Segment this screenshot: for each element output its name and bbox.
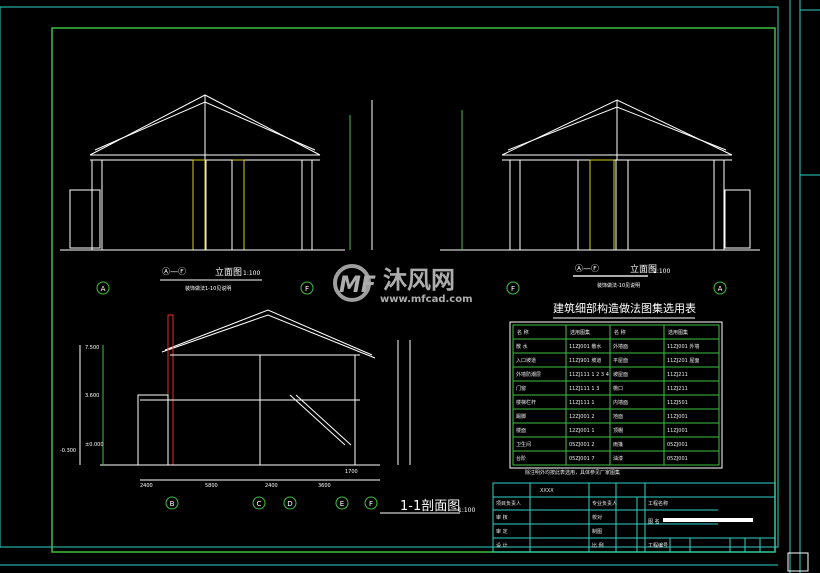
svg-text:校对: 校对: [592, 514, 602, 521]
table-cell: 05ZJ001: [667, 456, 688, 462]
elevation-right: [440, 99, 760, 251]
table-cell: 12ZJ001 2: [569, 414, 595, 420]
svg-text:工程名称: 工程名称: [648, 500, 668, 507]
table-cell: 油漆: [613, 455, 623, 462]
table-cell: 11ZJ111 1 3: [569, 386, 599, 392]
svg-text:www.mfcad.com: www.mfcad.com: [380, 294, 473, 305]
svg-text:-0.300: -0.300: [60, 448, 76, 454]
table-cell: 11ZJ111 1: [569, 400, 595, 406]
table-cell: 入口坡道: [516, 357, 536, 364]
watermark-logo: MF 沐风网 www.mfcad.com: [333, 264, 473, 305]
svg-text:1:100: 1:100: [653, 268, 670, 275]
table-header: 名 称: [517, 329, 529, 336]
svg-text:3.600: 3.600: [85, 393, 99, 399]
table-cell: 门窗: [516, 385, 526, 392]
table-header: 选用图集: [668, 329, 688, 336]
svg-text:沐风网: 沐风网: [383, 266, 455, 294]
svg-text:1:100: 1:100: [243, 270, 260, 277]
table-cell: 雨篷: [613, 441, 623, 448]
svg-text:F: F: [511, 285, 515, 293]
svg-text:1-1剖面图: 1-1剖面图: [400, 499, 460, 514]
axis-a-left: [96, 281, 110, 295]
resize-handle[interactable]: [787, 552, 809, 572]
table-cell: 外墙防潮层: [516, 371, 541, 378]
table-cell: 11ZJ211: [667, 372, 688, 378]
svg-text:D: D: [287, 500, 292, 508]
outer-frame: [0, 6, 779, 548]
svg-text:3600: 3600: [318, 483, 331, 489]
table-cell: 楼面: [516, 427, 526, 434]
title-block: [492, 482, 776, 553]
table-cell: 11ZJ001 散水: [569, 343, 601, 350]
svg-text:A: A: [101, 285, 106, 293]
table-cell: 11ZJ001: [667, 428, 688, 434]
svg-text:装饰做法1-10见说明: 装饰做法1-10见说明: [185, 285, 231, 292]
table-cell: 楼梯栏杆: [516, 399, 536, 406]
table-cell: 平屋面: [613, 358, 628, 364]
table-cell: 12ZJ001 1: [569, 428, 595, 434]
table-footer: 除注明外均按此表选用，具体参见厂家图集: [525, 469, 620, 476]
svg-text:C: C: [257, 500, 262, 508]
svg-text:制图: 制图: [592, 528, 602, 535]
svg-text:Ⓐ—Ⓕ: Ⓐ—Ⓕ: [162, 267, 186, 276]
inner-frame: [51, 27, 776, 553]
svg-text:1700: 1700: [345, 469, 358, 475]
table-title: 建筑细部构造做法图集选用表: [553, 301, 696, 315]
svg-text:比 例: 比 例: [592, 542, 604, 549]
svg-text:XXXX: XXXX: [540, 488, 554, 494]
elevation-left: [60, 94, 373, 251]
svg-text:5800: 5800: [205, 483, 218, 489]
svg-text:Ⓐ—Ⓕ: Ⓐ—Ⓕ: [575, 264, 599, 273]
svg-text:2400: 2400: [140, 483, 153, 489]
svg-text:图 名: 图 名: [648, 518, 660, 525]
table-cell: 外墙面: [613, 343, 628, 350]
table-cell: 坡屋面: [613, 371, 628, 378]
table-cell: 11ZJ211: [667, 386, 688, 392]
table-cell: 11ZJ111 1 2 3 4: [569, 372, 609, 378]
table-cell: 11ZJ001 外墙: [667, 343, 699, 350]
svg-text:±0.000: ±0.000: [85, 442, 104, 448]
table-cell: 顶棚: [613, 427, 623, 434]
table-cell: 11ZJ201 屋面: [667, 358, 699, 364]
svg-text:装饰做法-10见说明: 装饰做法-10见说明: [597, 282, 640, 289]
table-cell: 11ZJ901 坡道: [569, 357, 601, 364]
table-cell: 卫生间: [516, 441, 531, 448]
svg-text:7.500: 7.500: [85, 345, 99, 351]
svg-text:2400: 2400: [265, 483, 278, 489]
table-cell: 台阶: [516, 455, 526, 462]
table-header: 选用图集: [570, 329, 590, 336]
svg-text:F: F: [305, 285, 309, 293]
svg-text:F: F: [369, 500, 373, 508]
svg-text:E: E: [340, 500, 344, 508]
table-cell: 05ZJ001: [667, 442, 688, 448]
svg-text:MF: MF: [339, 273, 376, 298]
svg-text:立面图: 立面图: [630, 263, 657, 275]
svg-text:工程编号: 工程编号: [648, 542, 668, 549]
svg-text:立面图: 立面图: [215, 266, 242, 278]
table-cell: 11ZJ501: [667, 400, 688, 406]
svg-text:A: A: [718, 285, 723, 293]
table-header: 名 称: [614, 329, 626, 336]
svg-text:专业负责人: 专业负责人: [592, 500, 617, 507]
svg-text:B: B: [170, 500, 175, 508]
svg-text:审 定: 审 定: [496, 528, 508, 535]
section-1-1: [79, 309, 411, 481]
svg-text:项目负责人: 项目负责人: [496, 500, 521, 507]
table-cell: 05ZJ001 2: [569, 442, 595, 448]
table-cell: 05ZJ001 7: [569, 456, 595, 462]
section-axes: B C D E F: [165, 496, 378, 510]
svg-text:审 核: 审 核: [496, 514, 508, 521]
table-cell: 踢脚: [516, 413, 526, 420]
table-cell: 散 水: [516, 343, 528, 350]
table-cell: 11ZJ001: [667, 414, 688, 420]
table-cell: 内墙面: [613, 399, 628, 406]
table-cell: 地面: [613, 413, 623, 420]
svg-text:设 计: 设 计: [496, 542, 508, 549]
table-cell: 檐口: [613, 385, 623, 392]
svg-text:1:100: 1:100: [458, 507, 475, 514]
